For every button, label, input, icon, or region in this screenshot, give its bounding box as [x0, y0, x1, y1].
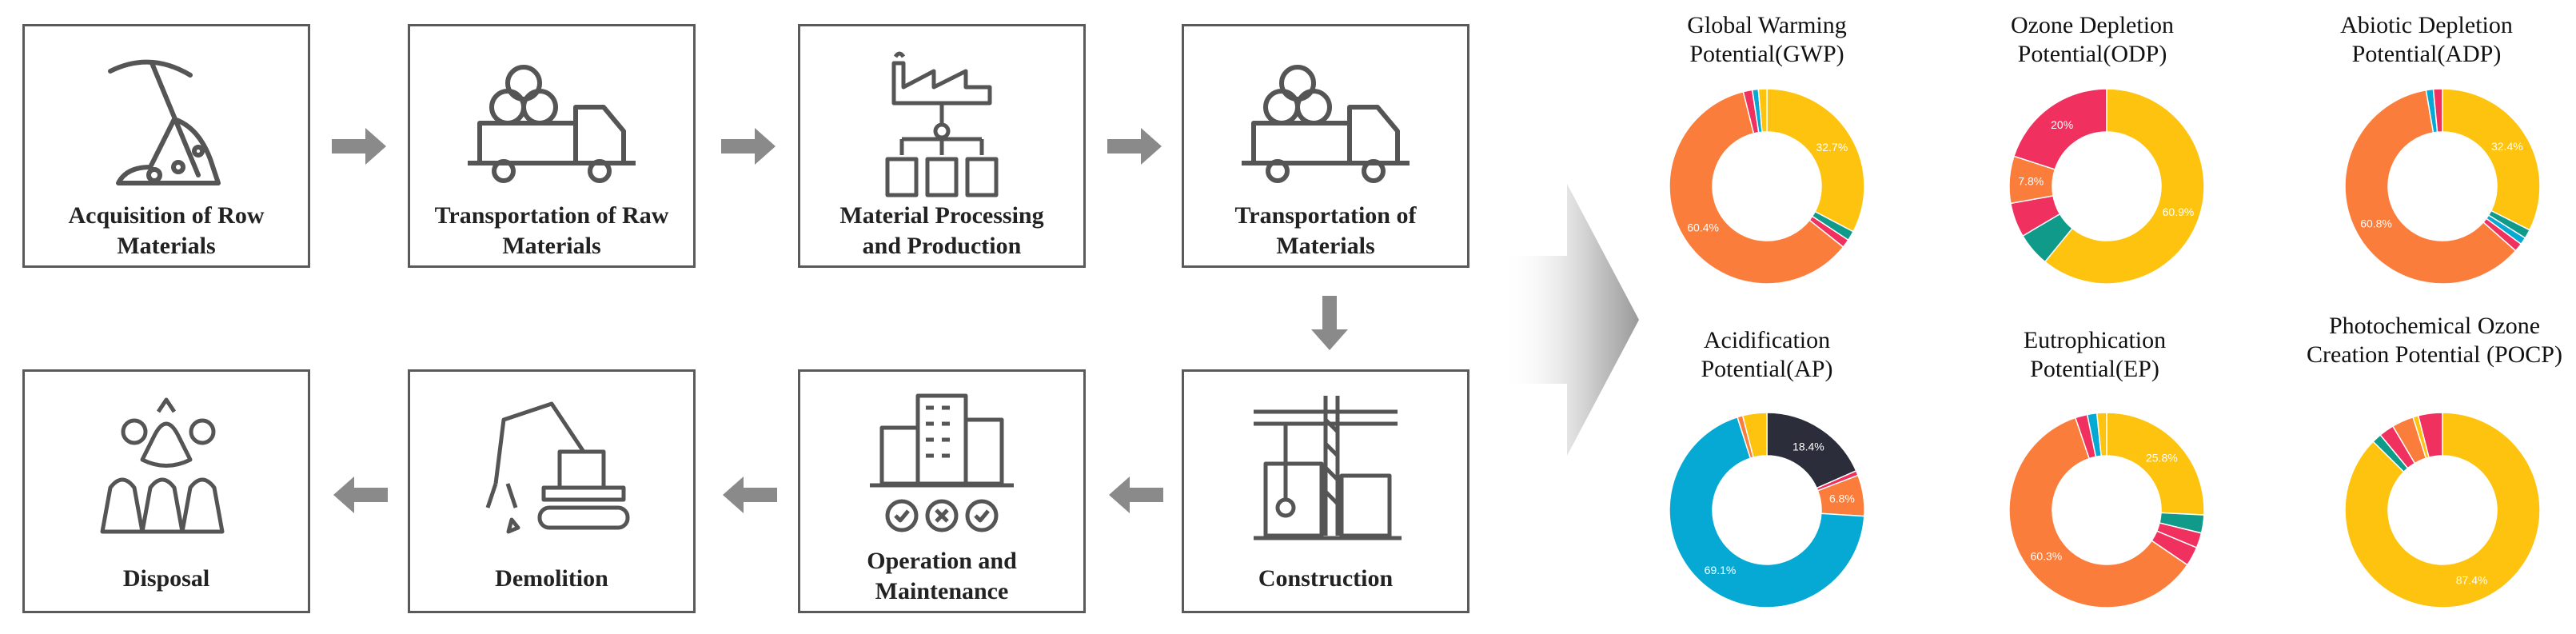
slice-data-label: 7.8% [2018, 174, 2044, 187]
stage-construction: Construction [1182, 369, 1469, 613]
stage-label: Acquisition of Row Materials [68, 202, 265, 259]
stage-disposal: Disposal [22, 369, 310, 613]
slice-data-label: 32.7% [1816, 141, 1848, 154]
chart-title-ep: Eutrophication Potential(EP) [2023, 327, 2167, 382]
arrow-right-icon [1107, 128, 1162, 165]
slice-data-label: 60.3% [2031, 550, 2063, 563]
stage-transport-materials: Transportation of Materials [1182, 24, 1469, 268]
donut-chart-ep: 25.8% 60.3% [2008, 412, 2205, 608]
buildings-gears-icon [870, 393, 1014, 532]
donut-slice [2008, 417, 2188, 608]
stage-label: Transportation of Raw Materials [434, 202, 669, 259]
chart-title-adp: Abiotic Depletion Potential(ADP) [2340, 12, 2513, 67]
arrow-down-icon [1311, 296, 1348, 350]
arrow-right-icon [332, 128, 386, 165]
donut-chart-pocp: 87.4% [2344, 412, 2541, 608]
arrow-left-icon [723, 476, 777, 513]
excavator-icon [485, 401, 630, 534]
stage-operation: Operation and Maintenance [798, 369, 1086, 613]
stage-label: Construction [1258, 565, 1394, 592]
chart-title-pocp: Photochemical Ozone Creation Potential (… [2307, 313, 2562, 368]
donut-slice [2095, 412, 2107, 457]
donut-slice [2106, 412, 2205, 516]
crane-building-icon [1254, 396, 1402, 540]
donut-slice [2417, 412, 2443, 459]
arrow-right-icon [721, 128, 776, 165]
arrow-left-icon [333, 476, 388, 513]
slice-data-label: 60.9% [2163, 205, 2195, 218]
donut-slice [1669, 90, 1844, 285]
arrow-left-icon [1109, 476, 1163, 513]
donut-slice [2344, 412, 2541, 608]
pickaxe-rocks-icon [108, 59, 221, 185]
stage-label: Material Processing and Production [839, 202, 1044, 259]
truck-icon [1242, 65, 1410, 183]
stage-demolition: Demolition [408, 369, 696, 613]
donut-slice [2442, 88, 2541, 231]
slice-data-label: 25.8% [2146, 452, 2178, 465]
donut-slice [2044, 88, 2205, 285]
donut-chart-odp: 60.9% 7.8% 20% [2008, 88, 2205, 285]
donut-slice [1741, 412, 1768, 459]
donut-chart-adp: 32.4% 60.8% [2344, 88, 2541, 285]
donut-slice [1757, 88, 1768, 134]
stage-label: Operation and Maintenance [867, 548, 1017, 604]
factory-icon [885, 51, 999, 197]
stage-label: Demolition [495, 565, 608, 592]
stage-label: Transportation of Materials [1234, 202, 1417, 259]
chart-title-odp: Ozone Depletion Potential(ODP) [2010, 12, 2175, 67]
chart-title-ap: Acidification Potential(AP) [1701, 327, 1833, 382]
stage-transport-raw: Transportation of Raw Materials [408, 24, 696, 268]
donut-slice [1766, 88, 1865, 233]
slice-data-label: 20% [2051, 118, 2073, 131]
slice-data-label: 69.1% [1705, 564, 1737, 576]
slice-data-label: 6.8% [1829, 492, 1855, 505]
stage-processing: Material Processing and Production [798, 24, 1086, 268]
donut-slice [2013, 88, 2107, 170]
donut-slice [2432, 88, 2443, 134]
slice-data-label: 87.4% [2456, 574, 2488, 587]
stage-acquisition: Acquisition of Row Materials [22, 24, 310, 268]
slice-data-label: 18.4% [1792, 440, 1824, 453]
donut-chart-ap: 18.4% 6.8% 69.1% [1669, 412, 1865, 608]
slice-data-label: 32.4% [2491, 140, 2523, 153]
stage-label: Disposal [122, 565, 210, 592]
truck-icon [468, 65, 636, 183]
donut-slice [2344, 89, 2517, 285]
garbage-bags-icon [100, 397, 225, 534]
slice-data-label: 60.8% [2360, 217, 2392, 229]
donut-chart-gwp: 32.7% 60.4% [1669, 88, 1865, 285]
chart-title-gwp: Global Warming Potential(GWP) [1687, 12, 1847, 67]
donut-slice [1669, 416, 1865, 608]
slice-data-label: 60.4% [1687, 221, 1719, 233]
big-chevron-arrow-icon [1503, 184, 1639, 456]
